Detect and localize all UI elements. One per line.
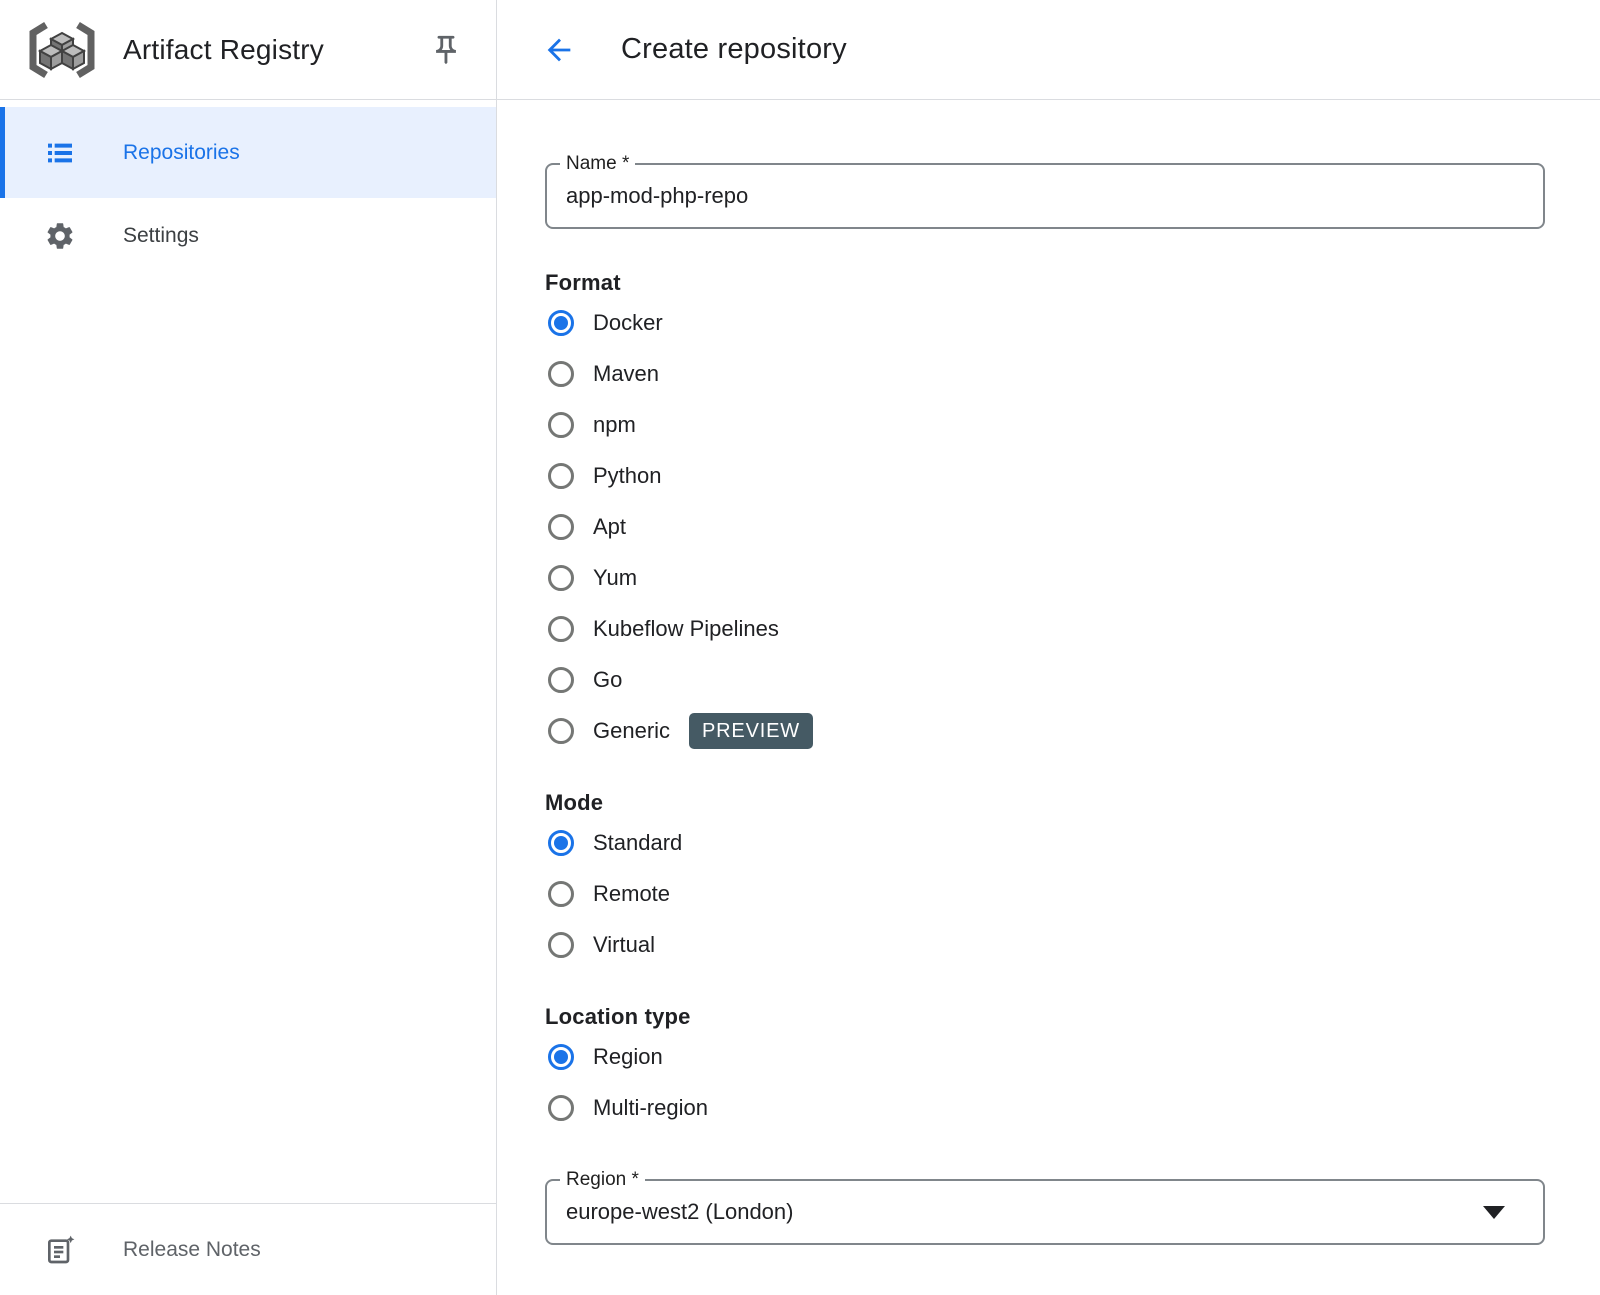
mode-radio-group: Standard Remote Virtual: [545, 817, 1600, 970]
sidebar-item-label: Settings: [123, 224, 199, 247]
format-option-generic[interactable]: Generic PREVIEW: [545, 705, 1600, 756]
page-header: Create repository: [497, 0, 1600, 100]
create-repository-form: Name * Format Docker Maven npm: [497, 152, 1600, 1245]
region-select[interactable]: Region * europe-west2 (London): [545, 1168, 1545, 1245]
radio-unchecked-icon: [548, 462, 574, 489]
radio-unchecked-icon: [548, 1094, 574, 1121]
dropdown-arrow-icon: [1483, 1205, 1505, 1219]
sidebar-item-repositories[interactable]: Repositories: [0, 107, 496, 198]
sidebar-item-label: Repositories: [123, 140, 240, 164]
location-type-radio-group: Region Multi-region: [545, 1031, 1600, 1133]
format-option-apt[interactable]: Apt: [545, 501, 1600, 552]
radio-unchecked-icon: [548, 880, 574, 907]
format-option-docker[interactable]: Docker: [545, 297, 1600, 348]
main-panel: Create repository Name * Format Docker M…: [497, 0, 1600, 1295]
radio-checked-icon: [548, 829, 574, 856]
radio-unchecked-icon: [548, 615, 574, 642]
region-select-label: Region *: [560, 1168, 645, 1192]
radio-checked-icon: [548, 1043, 574, 1070]
preview-badge: PREVIEW: [689, 712, 813, 749]
release-notes-link[interactable]: Release Notes: [0, 1234, 496, 1266]
location-option-multi-region[interactable]: Multi-region: [545, 1082, 1600, 1133]
format-option-kubeflow-pipelines[interactable]: Kubeflow Pipelines: [545, 603, 1600, 654]
region-select-value: europe-west2 (London): [566, 1199, 794, 1224]
gear-icon: [44, 220, 76, 252]
name-input[interactable]: [547, 183, 1444, 209]
radio-unchecked-icon: [548, 564, 574, 591]
format-option-maven[interactable]: Maven: [545, 348, 1600, 399]
radio-unchecked-icon: [548, 513, 574, 540]
location-type-section-label: Location type: [545, 1004, 691, 1029]
mode-option-standard[interactable]: Standard: [545, 817, 1600, 868]
format-option-go[interactable]: Go: [545, 654, 1600, 705]
name-field-label: Name *: [560, 152, 636, 176]
radio-unchecked-icon: [548, 360, 574, 387]
format-option-npm[interactable]: npm: [545, 399, 1600, 450]
radio-unchecked-icon: [548, 411, 574, 438]
product-title: Artifact Registry: [123, 33, 324, 65]
mode-option-virtual[interactable]: Virtual: [545, 919, 1600, 970]
format-option-yum[interactable]: Yum: [545, 552, 1600, 603]
radio-unchecked-icon: [548, 717, 574, 744]
back-arrow-icon: [547, 38, 571, 61]
back-button[interactable]: [535, 26, 583, 74]
sidebar-nav: Repositories Settings: [0, 100, 496, 274]
mode-section-label: Mode: [545, 790, 604, 815]
list-icon: [44, 137, 76, 169]
sidebar-header: Artifact Registry: [0, 0, 496, 100]
release-notes-icon: [44, 1234, 76, 1266]
pin-icon: [436, 35, 456, 64]
format-radio-group: Docker Maven npm Python Apt: [545, 297, 1600, 756]
radio-checked-icon: [548, 309, 574, 336]
sidebar: Artifact Registry Repositories: [0, 0, 497, 1295]
sidebar-item-settings[interactable]: Settings: [0, 198, 496, 274]
radio-unchecked-icon: [548, 931, 574, 958]
mode-option-remote[interactable]: Remote: [545, 868, 1600, 919]
name-field: Name *: [545, 152, 1545, 229]
release-notes-label: Release Notes: [123, 1237, 261, 1261]
radio-unchecked-icon: [548, 666, 574, 693]
format-option-python[interactable]: Python: [545, 450, 1600, 501]
page-title: Create repository: [621, 33, 847, 65]
sidebar-footer: Release Notes: [0, 1203, 496, 1295]
artifact-registry-logo-icon: [29, 21, 95, 78]
location-option-region[interactable]: Region: [545, 1031, 1600, 1082]
pin-button[interactable]: [424, 28, 468, 72]
format-section-label: Format: [545, 270, 621, 295]
